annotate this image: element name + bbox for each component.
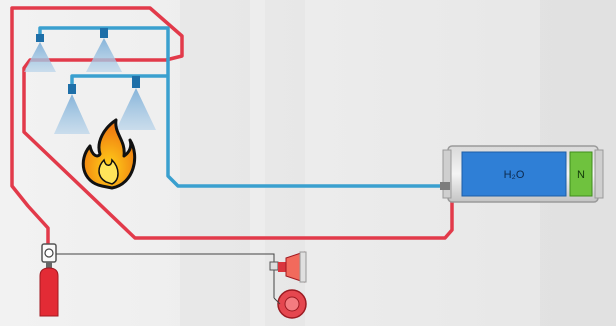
water-branch <box>70 74 168 84</box>
nitrogen-label: N <box>577 169 585 181</box>
siren-icon <box>278 251 307 283</box>
sprinkler-nozzle-icon <box>116 76 156 130</box>
nitrogen-pipe-inner <box>22 46 454 240</box>
storage-tank: H₂O N <box>440 145 604 203</box>
sprinkler-nozzle-icon <box>24 34 56 72</box>
nitrogen-compartment <box>569 151 593 197</box>
pressure-switch-icon <box>269 261 279 271</box>
sprinkler-nozzle-icon <box>86 28 122 72</box>
water-label: H₂O <box>504 169 525 181</box>
alarm-bell-icon <box>273 289 307 319</box>
water-pipe <box>38 26 446 188</box>
water-compartment <box>461 151 567 197</box>
nitrogen-pipe-outer <box>10 6 184 262</box>
flame-icon <box>81 118 137 190</box>
gas-cylinder-icon <box>39 243 59 317</box>
sprinkler-nozzle-icon <box>54 84 90 134</box>
